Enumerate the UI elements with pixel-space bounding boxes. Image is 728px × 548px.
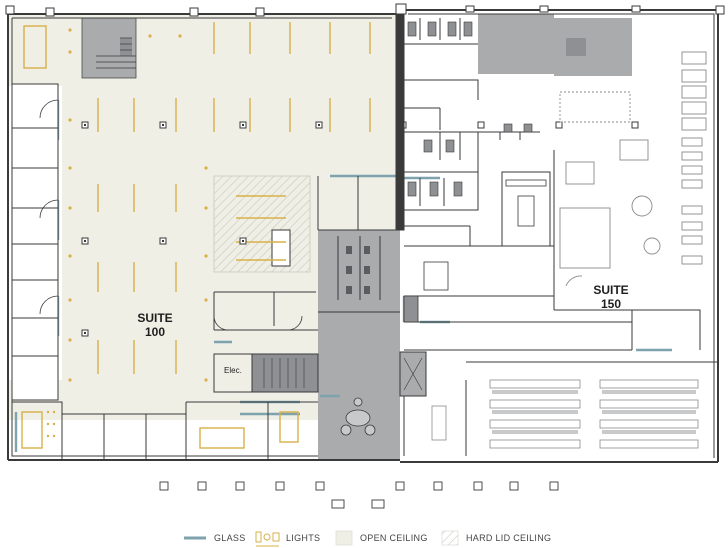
open-ceiling-swatch-icon	[335, 530, 353, 546]
bottom-offices	[12, 401, 318, 460]
legend: GLASS LIGHTS OPEN CEILING HARD LID CEILI…	[184, 530, 551, 547]
elec-label: Elec.	[224, 366, 242, 375]
suite-100-label-line2: 100	[145, 325, 165, 339]
gym-equipment	[559, 51, 707, 287]
lobby-seating	[340, 397, 376, 436]
stair-upper-left	[81, 17, 137, 79]
hard-lid-ceiling-area	[213, 175, 311, 273]
legend-glass-label: GLASS	[214, 533, 246, 543]
core-walls	[317, 13, 405, 313]
left-offices	[11, 83, 59, 401]
legend-hard-lid-ceiling-label: HARD LID CEILING	[466, 533, 551, 543]
suite-150-label-line2: 150	[601, 297, 621, 311]
legend-lights-label: LIGHTS	[286, 533, 320, 543]
lights-icon	[255, 531, 280, 547]
light-fixtures	[97, 22, 371, 374]
exterior-walls	[7, 9, 719, 463]
legend-open-ceiling-label: OPEN CEILING	[360, 533, 428, 543]
storefront-columns	[159, 481, 559, 509]
suite-150-label-line1: SUITE	[593, 283, 628, 297]
suite-100-label-line1: SUITE	[137, 311, 172, 325]
hard-lid-ceiling-swatch-icon	[441, 530, 459, 546]
training-tables	[431, 379, 699, 449]
suite-150-walls	[403, 18, 718, 456]
stair-lower	[251, 353, 319, 393]
